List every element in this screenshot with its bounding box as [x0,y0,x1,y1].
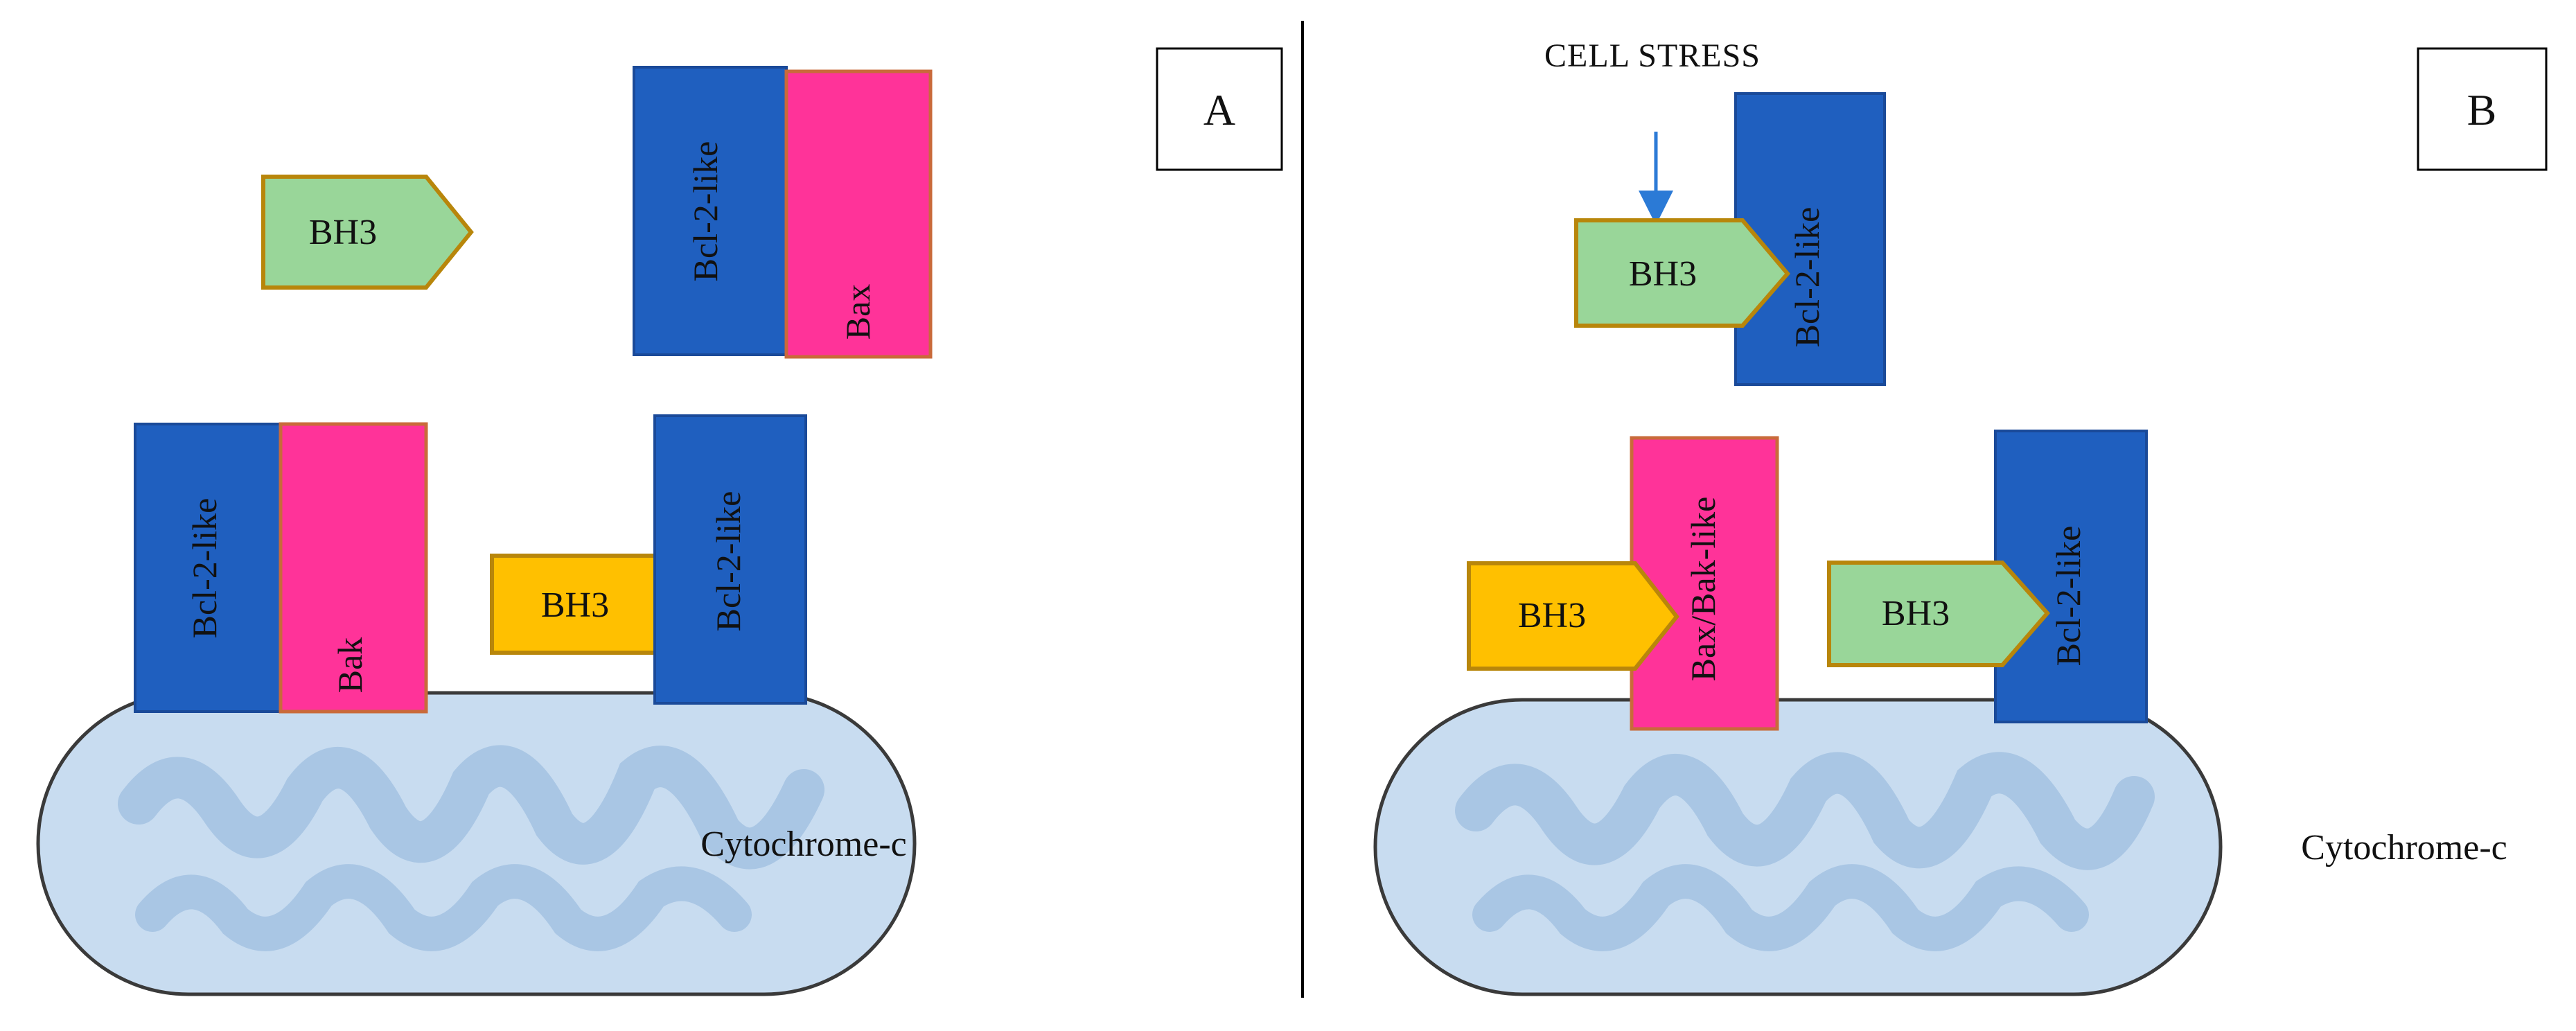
cell-stress-label: CELL STRESS [1544,37,1761,74]
bcl2-left-box [134,423,282,713]
bax-top-label: Bax [838,284,877,340]
bh3-free-label: BH3 [309,213,377,252]
bh3-orange-shape-b [1467,561,1679,671]
mitochondrion-icon [36,691,917,996]
bcl2-top-label: Bcl-2-like [686,141,725,282]
bcl2-top-box [633,66,788,356]
bh3-top-shape-b [1574,218,1790,328]
bh3-orange-label-b: BH3 [1518,596,1586,635]
baxbak-box [1630,436,1779,731]
bh3-green-label-b: BH3 [1882,594,1950,633]
bcl2-left-label: Bcl-2-like [185,498,224,639]
baxbak-label: Bax/Bak-like [1684,497,1722,682]
bcl2-right-box-a [653,414,807,705]
bak-left-box [279,422,428,714]
panel-label-box-b [2417,47,2548,171]
bcl2-right-label-b: Bcl-2-like [2049,526,2088,667]
panel-b: B CELL STRESS Bcl-2-like BH3 Cytochrome-… [1373,37,2548,996]
panel-label-b: B [2467,85,2497,134]
bcl2-right-label-a: Bcl-2-like [709,491,748,632]
panel-label-box-a [1156,47,1283,171]
bak-left-label: Bak [330,637,369,694]
panel-label-a: A [1203,85,1235,134]
bax-top-box [784,69,933,359]
cytochrome-label-a: Cytochrome-c [700,825,906,864]
bcl2-top-label-b: Bcl-2-like [1788,207,1826,348]
bh3-green-shape-b [1827,561,2050,667]
bh3-free-shape [261,175,474,290]
bh3-orange-label-a: BH3 [541,585,609,625]
bcl2-right-box-b [1994,430,2148,723]
panel-a: A BH3 Bcl-2-like Bax Cytochrome-c Bcl-2-… [36,47,1283,996]
mitochondrion-icon [1373,698,2223,996]
cytochrome-label-b: Cytochrome-c [2301,828,2507,867]
bh3-top-label-b: BH3 [1629,254,1697,294]
